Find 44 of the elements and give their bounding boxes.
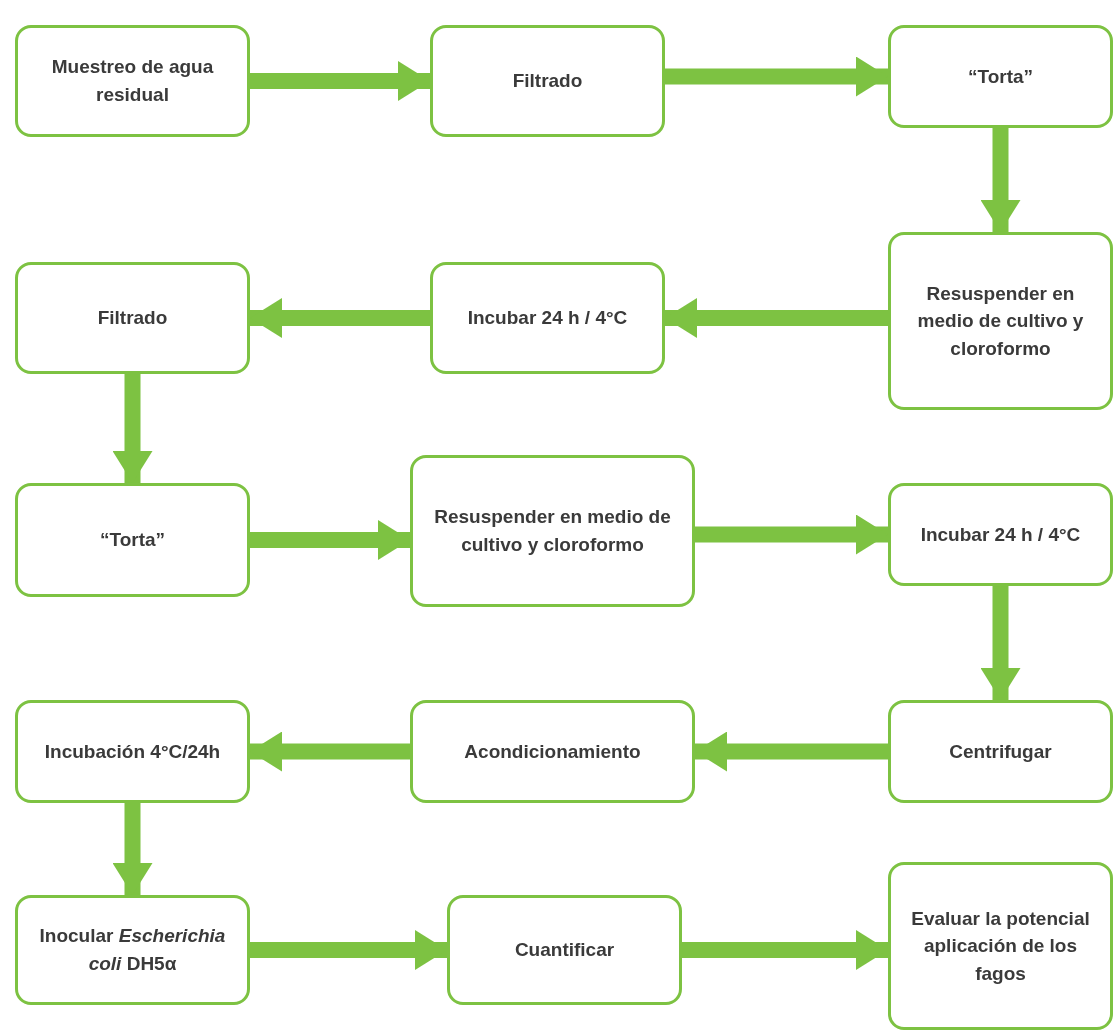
step-label: Filtrado (512, 69, 583, 94)
process-box (888, 232, 1113, 410)
step-label: Incubación 4°C/24h (44, 739, 221, 764)
step-label: Acondicionamiento (464, 739, 641, 764)
arrow (112, 803, 153, 895)
arrow (980, 128, 1021, 232)
process-box (430, 262, 665, 374)
arrow (695, 731, 888, 772)
process-box (15, 483, 250, 597)
process-box (410, 455, 695, 607)
step-label: Cuantificar (514, 938, 615, 963)
step-label: Resuspender en medio de cultivo y cloroformo (916, 281, 1085, 361)
arrow (665, 56, 888, 97)
step-label: Inocular Escherichia coli DH5α (38, 924, 227, 976)
process-box (15, 262, 250, 374)
arrow (695, 514, 888, 555)
arrow (980, 586, 1021, 700)
arrow (250, 298, 430, 338)
arrow (250, 930, 447, 970)
process-box (888, 700, 1113, 803)
process-box (888, 862, 1113, 1030)
arrow (112, 374, 153, 483)
process-box (888, 25, 1113, 128)
step-label: “Torta” (99, 528, 166, 553)
step-label: Incubar 24 h / 4°C (467, 306, 628, 331)
step-label: Resuspender en medio de cultivo y cloroformo (433, 505, 672, 557)
process-box (410, 700, 695, 803)
arrow (665, 298, 888, 338)
step-label: Evaluar la potencial aplicación de los fagos (910, 906, 1091, 986)
arrow (250, 520, 410, 560)
step-label: Incubar 24 h / 4°C (920, 522, 1081, 547)
arrow (250, 61, 430, 101)
step-label: “Torta” (967, 64, 1034, 89)
process-box (447, 895, 682, 1005)
step-label: Centrifugar (949, 739, 1052, 764)
step-label: Muestreo de agua residual (50, 55, 215, 107)
arrow (250, 731, 410, 772)
step-label: Filtrado (97, 306, 168, 331)
process-box (430, 25, 665, 137)
process-box (15, 700, 250, 803)
process-box (15, 25, 250, 137)
process-box (15, 895, 250, 1005)
arrow (682, 930, 888, 970)
process-box (888, 483, 1113, 586)
